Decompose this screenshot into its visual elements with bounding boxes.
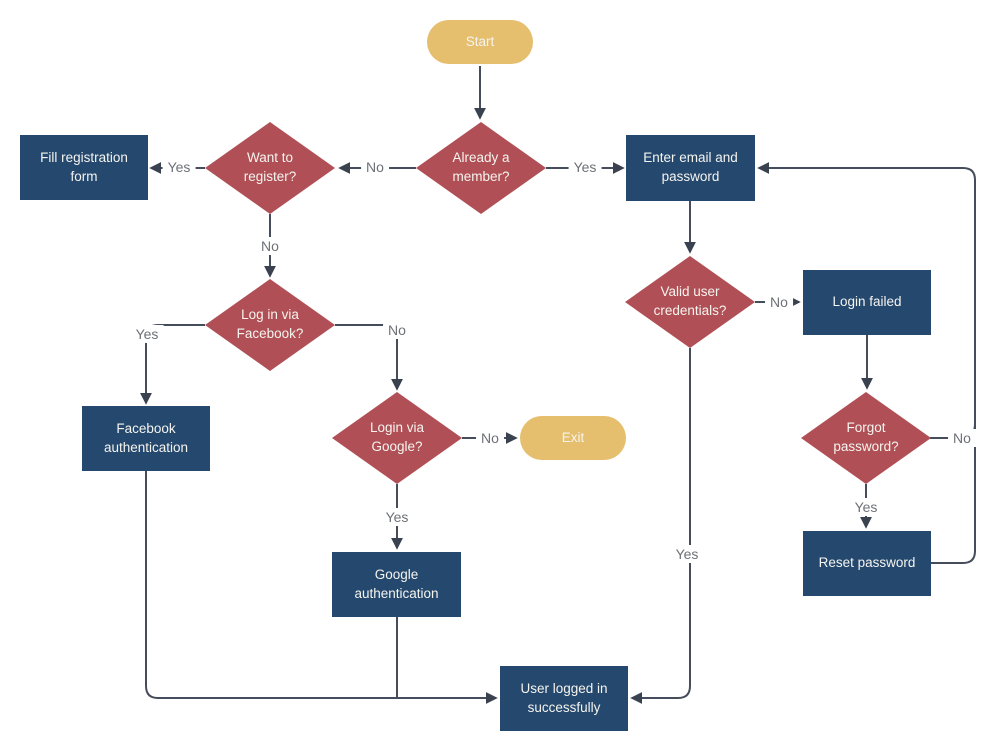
node-fill-registration-label: Fill registration form [40, 149, 128, 184]
edge-label-want-to-facebook: No [256, 237, 284, 255]
node-enter-email: Enter email and password [626, 135, 755, 201]
connector-fbauth-user [145, 471, 498, 704]
node-google-auth-label: Google authentication [354, 566, 439, 601]
edge-label-already-to-enter: Yes [568, 158, 602, 176]
connector-reset-enter [757, 162, 976, 564]
edge-label-google-to-exit: No [476, 429, 504, 447]
node-login-failed-label: Login failed [832, 294, 902, 310]
node-fill-registration: Fill registration form [20, 135, 148, 200]
edge-label-valid-to-user: Yes [670, 545, 704, 563]
edge-label-want-to-fill: Yes [162, 158, 196, 176]
node-valid-credentials-label: Valid user credentials? [653, 284, 727, 318]
node-want-register-label: Want to register? [243, 150, 297, 184]
node-start-label: Start [465, 33, 495, 49]
edge-label-facebook-to-auth: Yes [130, 325, 164, 343]
edge-label-forgot-to-loop: No [948, 429, 976, 447]
node-facebook-auth-label: Facebook authentication [103, 420, 189, 455]
edge-label-valid-to-failed: No [765, 293, 793, 311]
edge-label-already-to-want: No [361, 158, 389, 176]
node-exit-label: Exit [561, 429, 585, 445]
edge-label-google-to-auth: Yes [380, 508, 414, 526]
node-enter-email-label: Enter email and password [643, 150, 738, 184]
node-already-member-label: Already a member? [452, 150, 510, 184]
node-login-facebook-label: Log in via Facebook? [236, 307, 304, 341]
node-forgot-password-label: Forgot password? [833, 420, 899, 454]
node-login-google-label: Login via Google? [369, 420, 425, 454]
node-reset-password-label: Reset password [818, 555, 916, 571]
node-start: Start [427, 20, 533, 64]
node-exit: Exit [520, 416, 626, 460]
node-login-failed: Login failed [803, 270, 931, 335]
edge-label-facebook-to-google: No [383, 321, 411, 339]
node-facebook-auth: Facebook authentication [82, 406, 210, 471]
node-user-logged-in: User logged in successfully [500, 666, 628, 731]
connector-valid-user [630, 348, 691, 704]
node-google-auth: Google authentication [332, 552, 461, 617]
node-reset-password: Reset password [803, 531, 931, 596]
node-user-logged-in-label: User logged in successfully [520, 680, 608, 715]
edge-label-forgot-to-reset: Yes [849, 498, 883, 516]
